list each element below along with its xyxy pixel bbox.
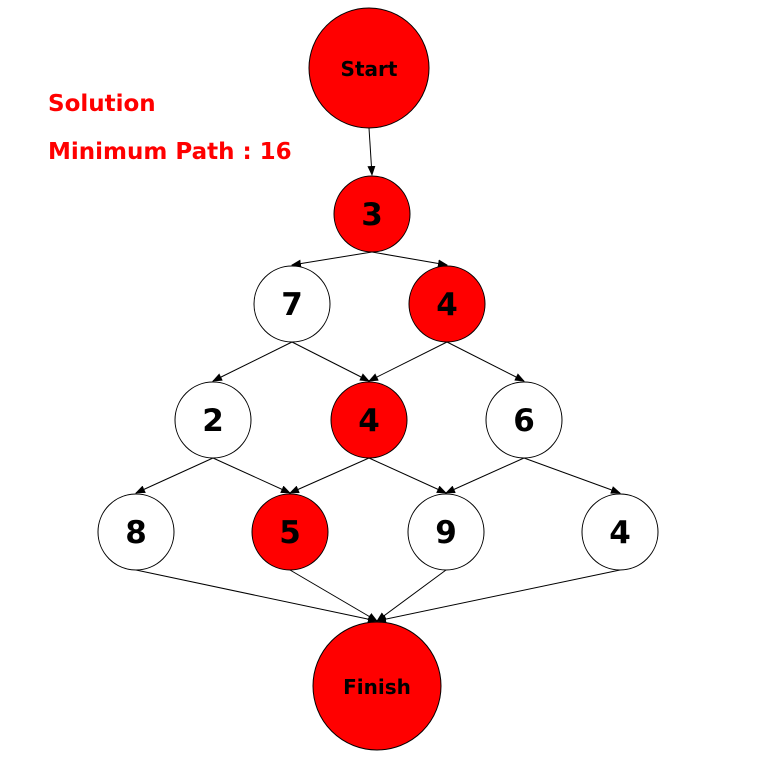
node-label-start: Start [341, 57, 398, 81]
edge-r4-0-to-finish [135, 569, 378, 624]
edge-r4-2-to-finish [376, 569, 447, 622]
node-circle-r4-2 [407, 493, 485, 571]
node-label-r3-1: 4 [358, 403, 380, 439]
node-label-r4-0: 8 [125, 515, 147, 551]
node-circle-r2-1 [408, 265, 486, 343]
node-r2-0: 7 [253, 265, 331, 343]
node-start: Start [308, 7, 430, 129]
edge-r2-0-to-r3-1 [291, 341, 370, 382]
node-r4-3: 4 [581, 493, 659, 571]
edge-r3-0-to-r4-0 [135, 457, 214, 494]
edge-r3-2-to-r4-3 [523, 457, 621, 494]
node-r3-2: 6 [485, 381, 563, 459]
node-r3-0: 2 [174, 381, 252, 459]
edge-r3-2-to-r4-2 [445, 457, 525, 494]
node-r2-1: 4 [408, 265, 486, 343]
node-r3-1: 4 [330, 381, 408, 459]
node-circle-r4-1 [251, 493, 329, 571]
node-circle-r3-1 [330, 381, 408, 459]
node-circle-start [308, 7, 430, 129]
edge-r3-1-to-r4-1 [289, 457, 370, 494]
node-label-r4-1: 5 [279, 515, 301, 551]
node-r4-0: 8 [97, 493, 175, 571]
node-label-r4-3: 4 [609, 515, 631, 551]
node-label-finish: Finish [343, 675, 411, 699]
edge-start-to-r1-0 [367, 127, 376, 176]
node-r4-1: 5 [251, 493, 329, 571]
edge-r4-1-to-finish [289, 569, 378, 622]
node-label-r3-0: 2 [202, 403, 224, 439]
node-label-r4-2: 9 [435, 515, 457, 551]
node-r1-0: 3 [333, 175, 411, 253]
node-circle-r3-0 [174, 381, 252, 459]
edge-r3-1-to-r4-2 [368, 457, 447, 494]
minimum-path-result: Minimum Path : 16 [48, 139, 292, 165]
node-circle-r4-3 [581, 493, 659, 571]
node-label-r1-0: 3 [361, 197, 383, 233]
node-label-r2-0: 7 [281, 287, 303, 323]
node-circle-r1-0 [333, 175, 411, 253]
node-circle-r3-2 [485, 381, 563, 459]
edge-r1-0-to-r2-0 [291, 251, 373, 268]
edge-r2-1-to-r3-1 [368, 341, 448, 382]
edge-r4-3-to-finish [376, 569, 621, 624]
edge-r3-0-to-r4-1 [212, 457, 291, 494]
node-finish: Finish [312, 621, 442, 751]
node-label-r3-2: 6 [513, 403, 535, 439]
node-label-r2-1: 4 [436, 287, 458, 323]
solution-heading: Solution [48, 91, 156, 117]
node-circle-r2-0 [253, 265, 331, 343]
edge-layer [135, 127, 621, 624]
node-r4-2: 9 [407, 493, 485, 571]
node-circle-finish [312, 621, 442, 751]
node-circle-r4-0 [97, 493, 175, 571]
edge-r2-0-to-r3-0 [212, 341, 293, 382]
edge-r1-0-to-r2-1 [371, 251, 448, 268]
edge-r2-1-to-r3-2 [446, 341, 525, 382]
